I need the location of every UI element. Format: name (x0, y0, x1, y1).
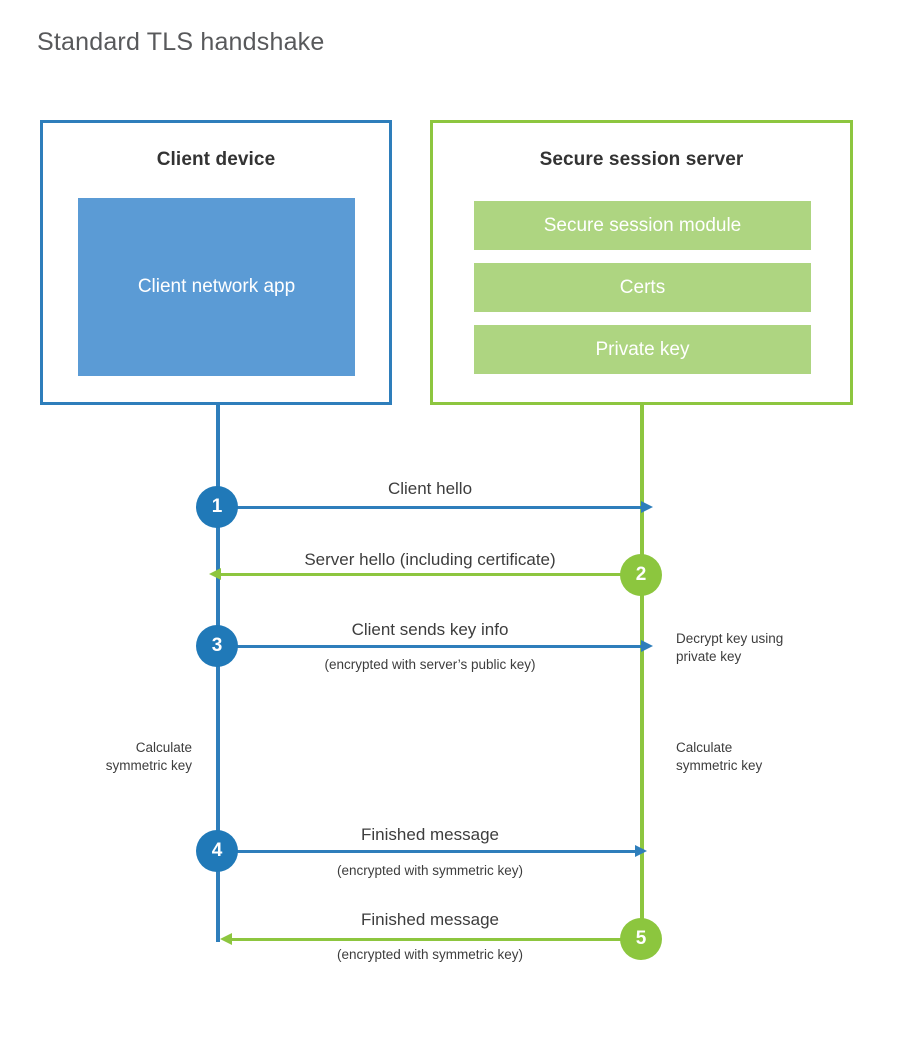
server-block-certs: Certs (474, 263, 811, 312)
step-circle-5[interactable]: 5 (620, 918, 662, 960)
client-lifeline (216, 403, 220, 942)
step-circle-3[interactable]: 3 (196, 625, 238, 667)
arrow-step-5 (220, 933, 642, 945)
annotation-server-calculate-symmetric-key: Calculate symmetric key (676, 740, 763, 774)
arrow-label-step-5: Finished message (361, 910, 499, 929)
arrow-step-3 (218, 640, 653, 652)
arrow-label-step-2: Server hello (including certificate) (304, 550, 556, 569)
arrowhead-left-icon (220, 933, 232, 945)
arrow-step-4 (218, 845, 647, 857)
step-circle-1[interactable]: 1 (196, 486, 238, 528)
arrow-label-step-1: Client hello (387, 479, 473, 498)
secure-session-server-box: Secure session server Secure session mod… (430, 120, 853, 405)
client-device-box: Client device Client network app (40, 120, 392, 405)
step-circle-2[interactable]: 2 (620, 554, 662, 596)
arrow-label-step-3: Client sends key info (351, 620, 509, 639)
arrowhead-right-icon (641, 501, 653, 513)
step-circle-4[interactable]: 4 (196, 830, 238, 872)
server-block-private-key: Private key (474, 325, 811, 374)
arrow-label-step-4: Finished message (361, 825, 499, 844)
arrow-sublabel-step-4: (encrypted with symmetric key) (336, 863, 524, 878)
page-title: Standard TLS handshake (37, 28, 325, 56)
server-block-secure-session-module: Secure session module (474, 201, 811, 250)
client-network-app-block: Client network app (78, 198, 355, 376)
arrow-sublabel-step-5: (encrypted with symmetric key) (336, 947, 524, 962)
client-device-title: Client device (156, 149, 276, 170)
arrowhead-right-icon (635, 845, 647, 857)
arrow-step-2 (209, 568, 642, 580)
annotation-client-calculate-symmetric-key: Calculate symmetric key (105, 740, 192, 774)
secure-session-server-title: Secure session server (539, 149, 744, 170)
arrowhead-left-icon (209, 568, 221, 580)
arrow-sublabel-step-3: (encrypted with server’s public key) (324, 657, 536, 672)
annotation-server-decrypt-key: Decrypt key using private key (676, 631, 784, 665)
arrow-step-1 (218, 501, 653, 513)
server-lifeline (640, 403, 644, 941)
arrowhead-right-icon (641, 640, 653, 652)
